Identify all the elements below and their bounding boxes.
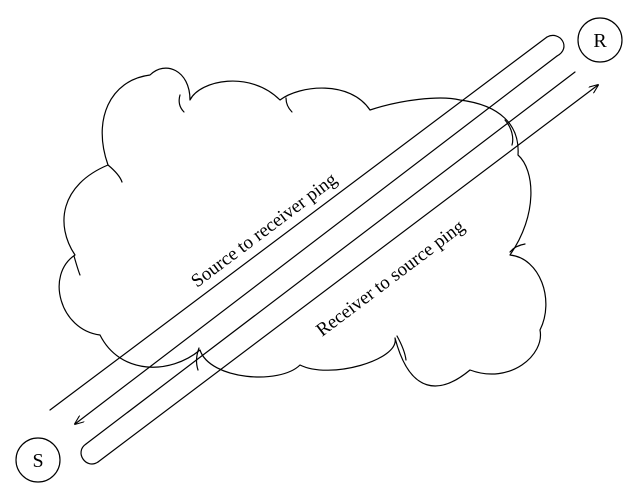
return-arrow-to-source: [75, 56, 557, 424]
forward-arrow-to-receiver: [98, 85, 598, 462]
receiver-node: R: [578, 18, 622, 62]
receiver-to-source-label: Receiver to source ping: [312, 216, 469, 341]
network-cloud: [59, 68, 546, 386]
receiver-node-label: R: [593, 30, 607, 52]
source-node-label: S: [32, 450, 43, 472]
source-node: S: [16, 438, 60, 482]
receiver-to-source-channel: [81, 72, 598, 464]
source-to-receiver-channel: [50, 35, 564, 424]
source-to-receiver-label: Source to receiver ping: [187, 169, 341, 292]
